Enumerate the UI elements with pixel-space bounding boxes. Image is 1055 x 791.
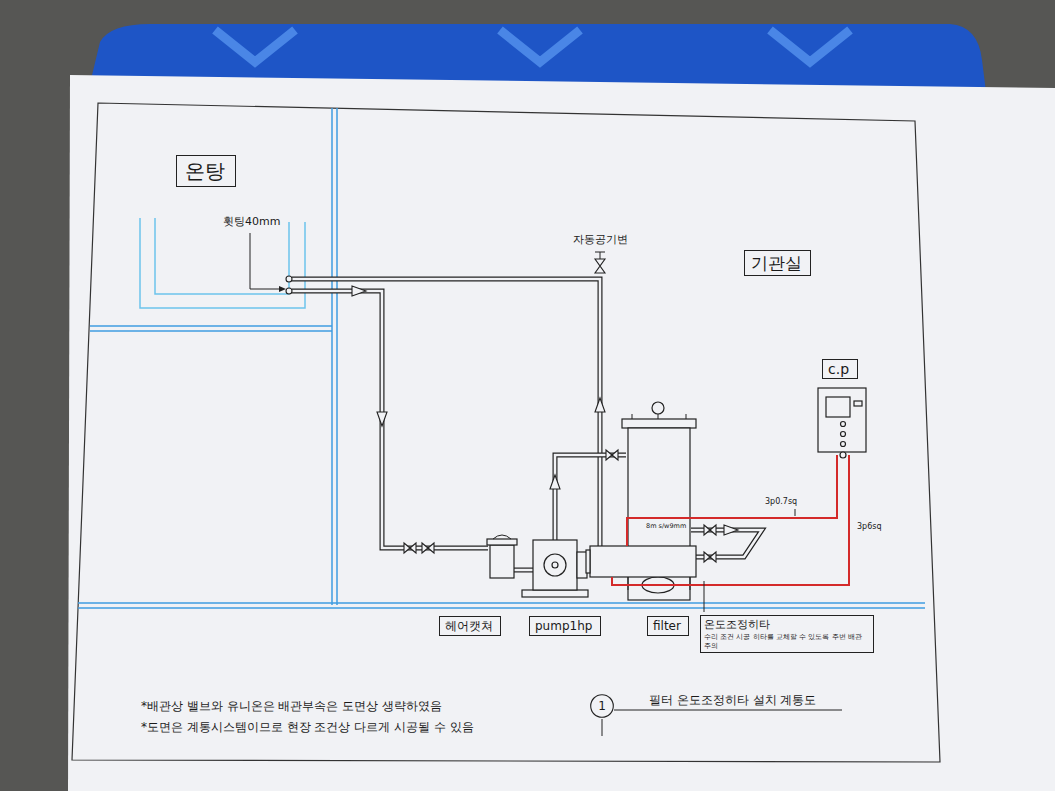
cable-spec: 3p0.7sq xyxy=(764,497,798,507)
flow-arrow xyxy=(550,475,560,489)
node-text: filter xyxy=(653,619,683,633)
discharge-pipe xyxy=(555,455,626,540)
pump-body xyxy=(533,540,577,590)
cable-spec: 3p6sq xyxy=(856,522,883,532)
wall-line xyxy=(331,108,333,605)
hair-catcher-lid xyxy=(487,539,517,545)
node-text: 온탕 xyxy=(185,159,227,183)
drawing-note: *도면은 계통시스템이므로 현장 조건상 다르게 시공될 수 있음 xyxy=(140,720,475,734)
pump-inlet-pipe xyxy=(514,568,533,573)
leader-arrow xyxy=(279,286,286,292)
gauge-stem xyxy=(658,414,659,419)
power-wire xyxy=(627,455,837,546)
leader-line xyxy=(250,233,280,289)
hair-catcher-body xyxy=(490,545,514,578)
room-label: 기관실 xyxy=(744,250,811,276)
node-text: 기관실 xyxy=(751,253,804,273)
power-wire xyxy=(612,455,849,585)
drawing-border xyxy=(72,103,940,762)
pressure-gauge xyxy=(652,402,664,414)
paper xyxy=(68,75,1055,791)
flange-bolt xyxy=(632,414,686,419)
panel-terminal xyxy=(840,452,846,458)
panel-lamp xyxy=(841,442,846,447)
cable-spec: 8m s/w9mm xyxy=(645,523,687,531)
panel-lamp xyxy=(841,432,846,437)
pump-base xyxy=(522,590,588,597)
fitting xyxy=(286,276,292,282)
room-label: 온탕 xyxy=(176,155,236,187)
wire-tick xyxy=(795,509,796,516)
wall-line xyxy=(90,325,332,327)
panel-display xyxy=(826,397,850,417)
pump-impeller xyxy=(552,562,558,568)
equipment-label: filter xyxy=(647,616,689,636)
heater-cap xyxy=(586,550,590,573)
discharge-pipe xyxy=(555,455,626,540)
hair-catcher-lid xyxy=(493,535,511,539)
node-text: 헤어캣쳐 xyxy=(445,619,495,633)
heater-body xyxy=(590,546,696,577)
panel-switch xyxy=(854,401,862,406)
drawing-note: *배관상 밸브와 유니온은 배관부속은 도면상 생략하였음 xyxy=(140,699,443,713)
air-vent-valve xyxy=(595,259,605,273)
suction-pipe xyxy=(292,291,488,548)
valve-symbol xyxy=(704,525,716,535)
pump-impeller xyxy=(544,554,566,576)
valve-name: 자동공기변 xyxy=(572,233,629,246)
pump-inlet-pipe xyxy=(514,569,533,572)
flow-arrow xyxy=(595,398,605,412)
flow-arrow xyxy=(724,525,738,535)
air-vent-valve xyxy=(595,252,605,259)
callout-circle xyxy=(591,695,614,718)
valve-symbol xyxy=(704,552,716,562)
drawing-title: 필터 온도조정히타 설치 계통도 xyxy=(648,693,817,707)
flow-arrow xyxy=(377,412,387,426)
control-panel xyxy=(818,388,866,452)
valve-symbol xyxy=(422,543,434,553)
heater-support xyxy=(628,577,690,590)
equipment-label: pump1hp xyxy=(529,616,601,636)
panel-lamp xyxy=(841,422,846,427)
floor-line xyxy=(78,602,925,604)
node-note: 수리 조건 시공 히타를 교체할 수 있도록 주변 배관 주의 xyxy=(704,633,870,650)
crate-ridge xyxy=(215,30,850,62)
fitting-size: 휫팅40mm xyxy=(222,215,281,228)
valve-symbol xyxy=(404,543,416,553)
node-text: 온도조정히타 xyxy=(704,618,870,631)
floor-line xyxy=(78,607,925,609)
title-underline xyxy=(614,710,842,711)
flow-arrow xyxy=(352,286,366,296)
panel-label: c.p xyxy=(822,359,858,380)
callout-stem xyxy=(602,719,603,736)
node-text: 1 xyxy=(598,699,606,713)
equipment-label: 헤어캣쳐 xyxy=(439,616,501,636)
wall-line xyxy=(336,108,338,605)
leader-line xyxy=(704,581,705,612)
callout-number: 1 xyxy=(590,694,614,718)
pool-outline xyxy=(140,218,305,308)
pool-outline xyxy=(155,218,289,294)
filter-flange xyxy=(622,419,696,428)
suction-pipe xyxy=(292,291,488,548)
fitting xyxy=(286,288,292,294)
node-text: pump1hp xyxy=(535,619,595,633)
wall-line xyxy=(90,330,332,332)
note-box: 온도조정히타수리 조건 시공 히타를 교체할 수 있도록 주변 배관 주의 xyxy=(700,615,874,653)
valve-symbol xyxy=(606,450,618,460)
node-text: c.p xyxy=(828,361,852,378)
